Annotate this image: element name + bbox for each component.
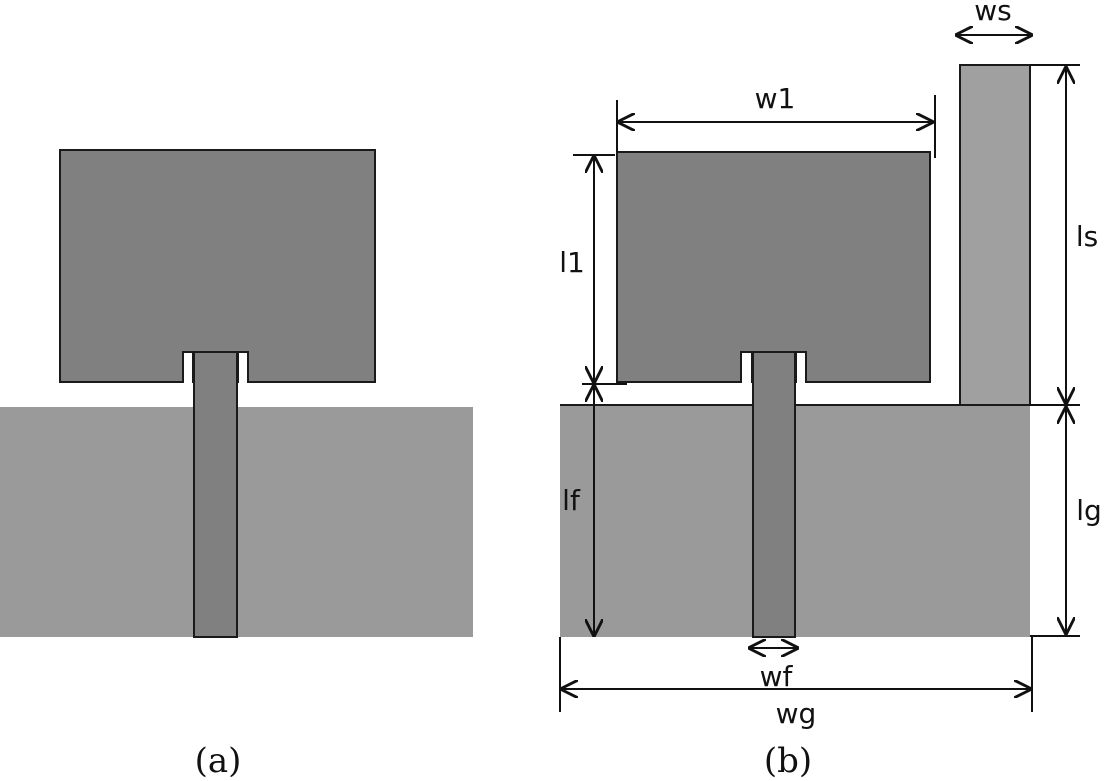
antenna-b: w1 l1 lf ws ls lg: [559, 0, 1102, 781]
dimension-wf: wf: [750, 648, 797, 693]
dimension-lg: lg: [1030, 408, 1102, 637]
feed-line-a: [193, 351, 238, 638]
label-ws: ws: [974, 0, 1012, 27]
label-w1: w1: [755, 82, 796, 115]
caption-a: (a): [195, 741, 242, 781]
radiating-patch-b: [616, 151, 931, 383]
dimension-w1: w1: [616, 82, 936, 158]
dimension-ws: ws: [957, 0, 1031, 35]
parasitic-stub: [959, 64, 1031, 406]
dimension-wg: wg: [559, 637, 1033, 730]
dimension-l1: l1: [559, 154, 627, 385]
label-ls: ls: [1076, 220, 1098, 253]
antenna-a: (a): [0, 149, 473, 781]
radiating-patch-a: [59, 149, 376, 383]
label-wg: wg: [776, 697, 817, 730]
label-lg: lg: [1076, 494, 1102, 527]
feed-line-b: [752, 351, 796, 638]
caption-b: (b): [764, 741, 812, 781]
dimension-lf: lf: [562, 386, 594, 635]
dimension-ls: ls: [1030, 64, 1098, 406]
label-l1: l1: [559, 246, 585, 279]
label-lf: lf: [562, 484, 581, 517]
